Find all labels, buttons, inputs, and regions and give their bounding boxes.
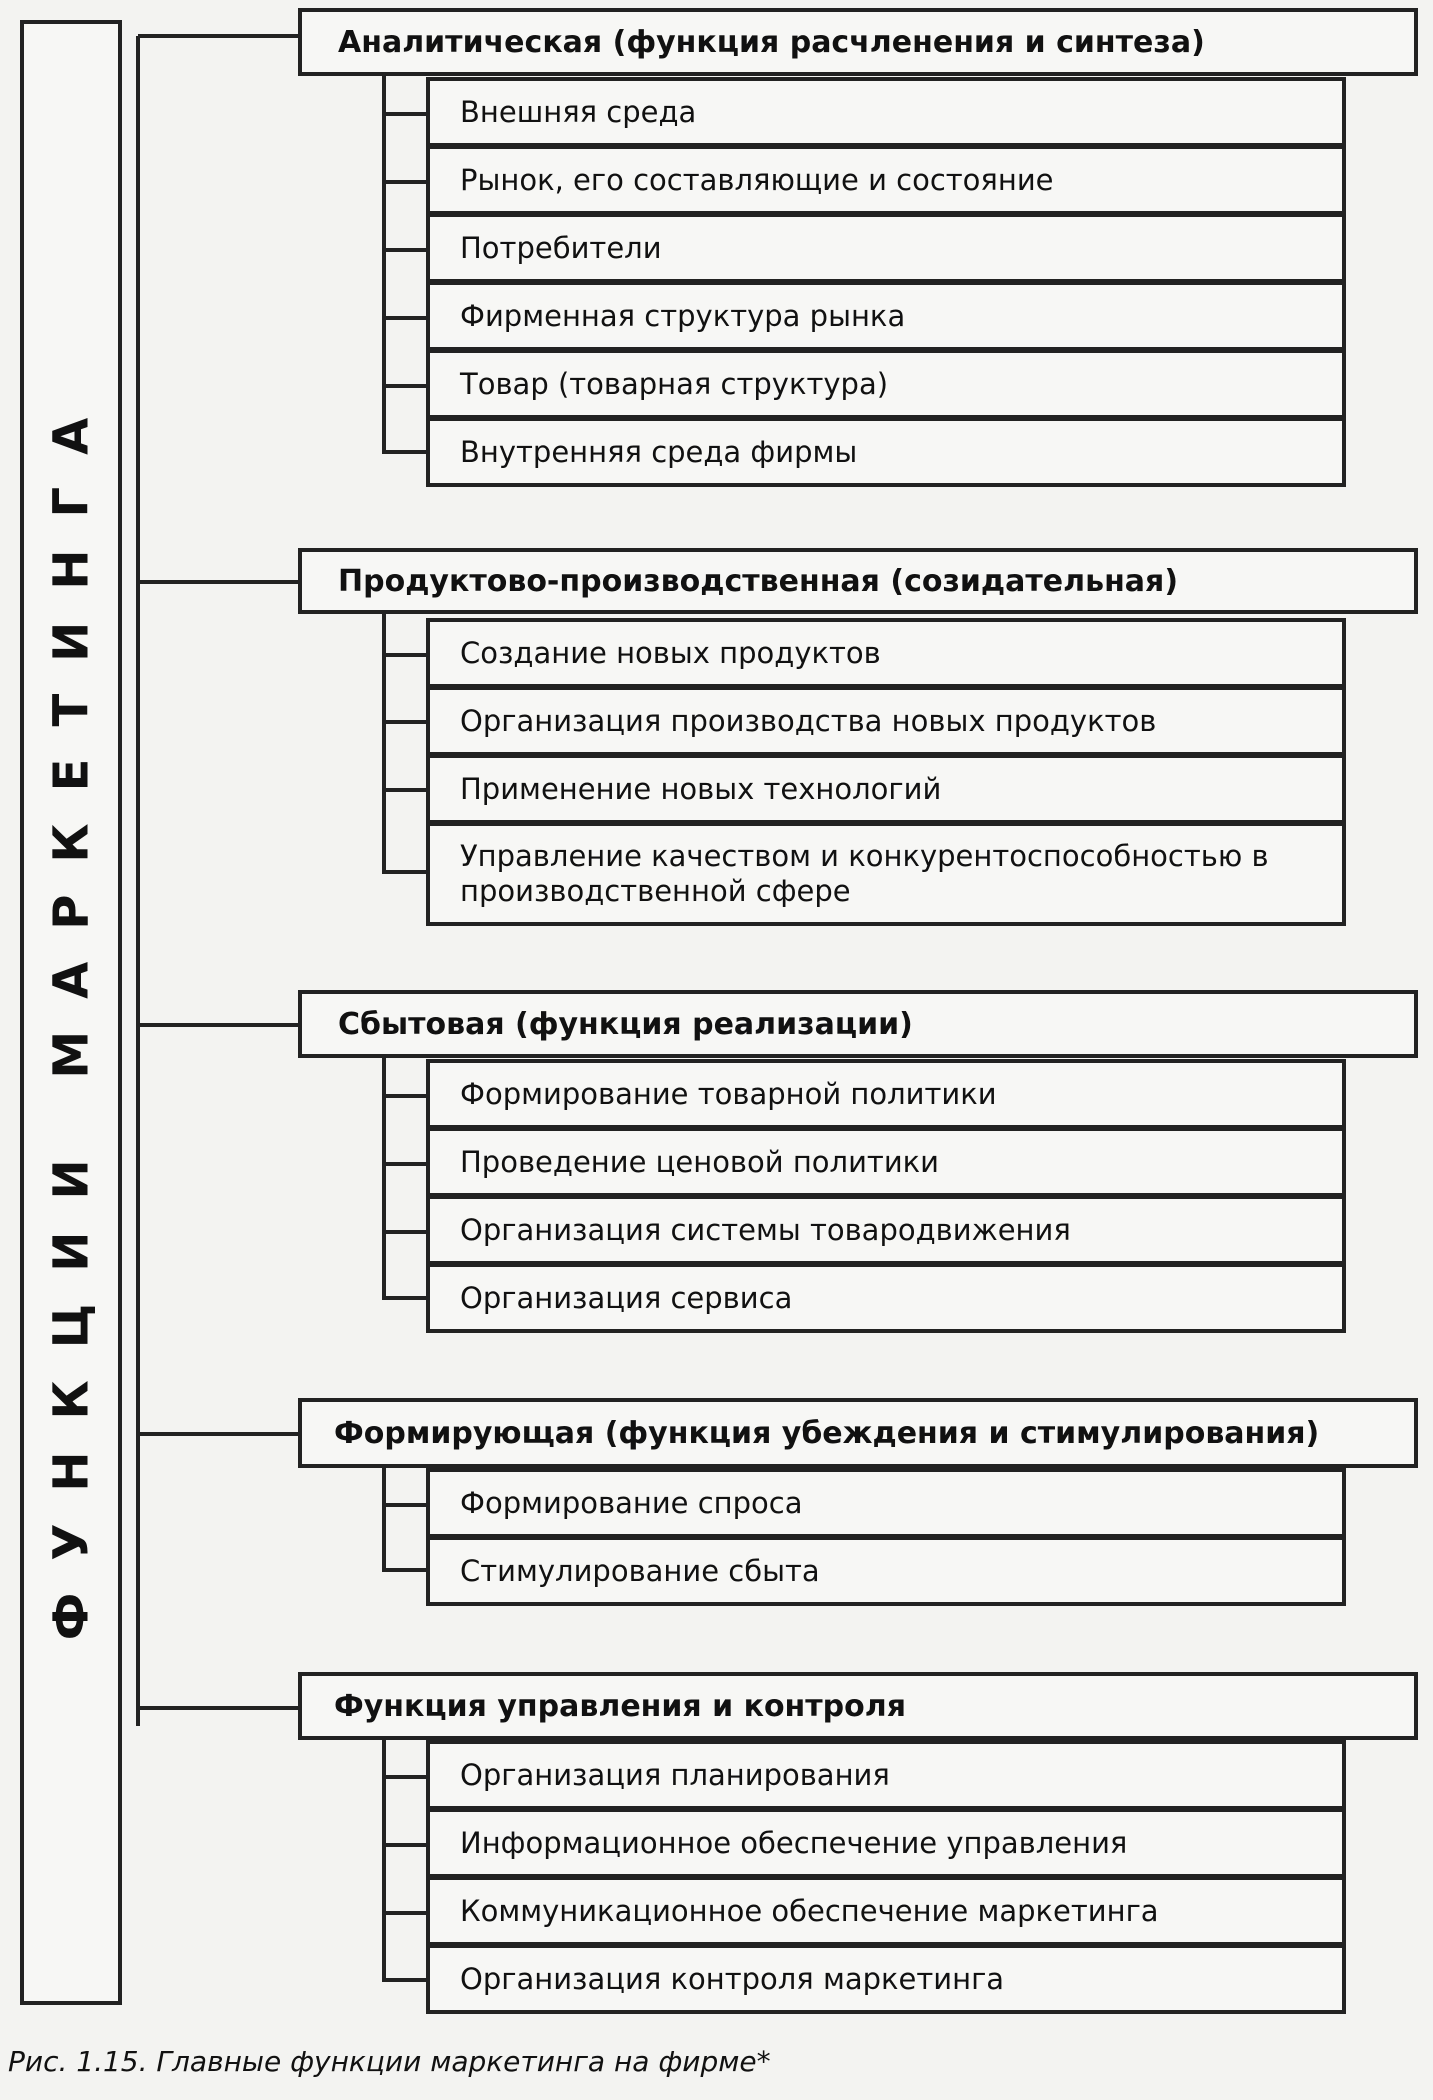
item-planning: Организация планирования: [426, 1740, 1346, 1810]
item-connector: [382, 1775, 428, 1779]
item-information-support: Информационное обеспечение управления: [426, 1808, 1346, 1878]
item-distribution-system: Организация системы товародвижения: [426, 1195, 1346, 1265]
item-product-structure: Товар (товарная структура): [426, 349, 1346, 419]
figure-caption: Рис. 1.15. Главные функции маркетинга на…: [8, 2045, 771, 2078]
item-connector: [382, 180, 428, 184]
item-pricing-policy: Проведение ценовой политики: [426, 1127, 1346, 1197]
vertical-label: ФУНКЦИИ МАРКЕТИНГА: [43, 385, 100, 1640]
item-connector: [382, 1162, 428, 1166]
item-service: Организация сервиса: [426, 1263, 1346, 1333]
item-marketing-control: Организация контроля маркетинга: [426, 1944, 1346, 2014]
item-consumers: Потребители: [426, 213, 1346, 283]
subtrunk-group-4: [382, 1468, 386, 1570]
item-connector: [382, 1230, 428, 1234]
group-header-forming: Формирующая (функция убеждения и стимули…: [298, 1398, 1418, 1468]
subtrunk-group-1: [382, 76, 386, 450]
item-external-environment: Внешняя среда: [426, 77, 1346, 147]
item-new-production: Организация производства новых продуктов: [426, 686, 1346, 756]
item-connector: [382, 870, 428, 874]
connector-group-5: [138, 1706, 300, 1710]
main-trunk-line: [136, 36, 140, 1726]
item-connector: [382, 1094, 428, 1098]
group-header-management: Функция управления и контроля: [298, 1672, 1418, 1740]
item-connector: [382, 450, 428, 454]
connector-group-4: [138, 1432, 300, 1436]
group-header-sales: Сбытовая (функция реализации): [298, 990, 1418, 1058]
subtrunk-group-3: [382, 1058, 386, 1298]
item-internal-environment: Внутренняя среда фирмы: [426, 417, 1346, 487]
subtrunk-group-5: [382, 1740, 386, 1980]
connector-group-2: [138, 580, 300, 584]
item-connector: [382, 384, 428, 388]
item-new-products: Создание новых продуктов: [426, 618, 1346, 688]
item-connector: [382, 653, 428, 657]
item-connector: [382, 720, 428, 724]
item-connector: [382, 1503, 428, 1507]
item-company-market-structure: Фирменная структура рынка: [426, 281, 1346, 351]
item-connector: [382, 316, 428, 320]
item-connector: [382, 112, 428, 116]
item-demand-formation: Формирование спроса: [426, 1468, 1346, 1538]
item-connector: [382, 1296, 428, 1300]
item-new-technologies: Применение новых технологий: [426, 754, 1346, 824]
item-sales-promotion: Стимулирование сбыта: [426, 1536, 1346, 1606]
connector-group-1: [138, 34, 300, 38]
item-connector: [382, 1978, 428, 1982]
group-header-production: Продуктово-производственная (созидательн…: [298, 548, 1418, 614]
item-connector: [382, 788, 428, 792]
item-connector: [382, 1843, 428, 1847]
group-header-analytical: Аналитическая (функция расчленения и син…: [298, 8, 1418, 76]
vertical-label-box: ФУНКЦИИ МАРКЕТИНГА: [20, 20, 122, 2005]
subtrunk-group-2: [382, 614, 386, 872]
item-product-policy: Формирование товарной политики: [426, 1059, 1346, 1129]
item-connector: [382, 1568, 428, 1572]
item-communication-support: Коммуникационное обеспечение маркетинга: [426, 1876, 1346, 1946]
item-quality-management: Управление качеством и конкурентоспособн…: [426, 822, 1346, 926]
connector-group-3: [138, 1023, 300, 1027]
item-market-state: Рынок, его составляющие и состояние: [426, 145, 1346, 215]
item-connector: [382, 1911, 428, 1915]
item-connector: [382, 248, 428, 252]
